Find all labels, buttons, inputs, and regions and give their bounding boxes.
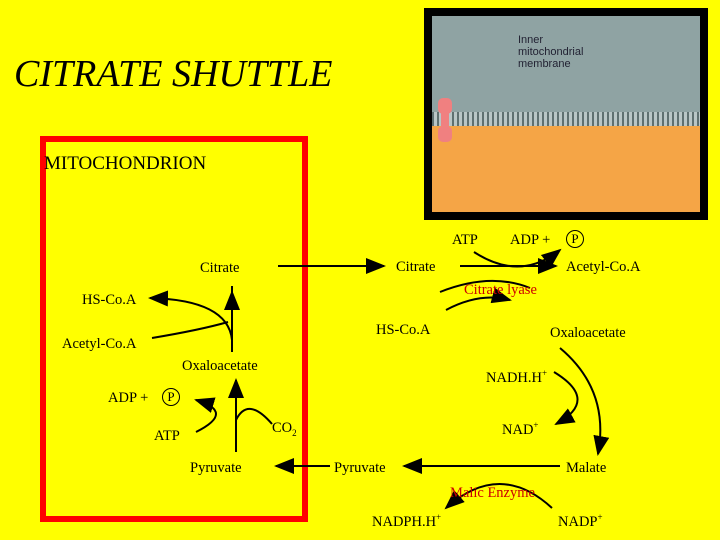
adp-top-label: ADP +: [510, 232, 551, 248]
atp-top-label: ATP: [452, 232, 478, 248]
matrix-region: [432, 124, 700, 212]
arrow-oxalo-to-malate: [559, 347, 610, 456]
nadph-label: NADPH.H+: [372, 512, 442, 530]
arrow-hscoa-right: [445, 287, 512, 311]
oxaloacetate-right-label: Oxaloacetate: [550, 325, 626, 341]
arrow-nadh-to-nad: [553, 371, 579, 425]
acetylcoa-left-label: Acetyl-Co.A: [62, 336, 137, 352]
arrow-co2-curve: [235, 408, 273, 425]
arrow-nadp-to-nadph: [444, 483, 553, 510]
acetylcoa-right-label: Acetyl-Co.A: [566, 259, 641, 275]
arrow-lyase-curve: [439, 279, 531, 293]
phosphate-top-label: P: [566, 230, 584, 248]
pyruvate-right-label: Pyruvate: [334, 460, 386, 476]
membrane-inset-image: Inner mitochondrial membrane: [424, 8, 708, 220]
arrow-acetylcoa-left: [151, 321, 229, 339]
citrate-lyase-label: Citrate lyase: [464, 282, 537, 298]
hscoa-right-label: HS-Co.A: [376, 322, 431, 338]
malic-enzyme-label: Malic Enzyme: [450, 485, 535, 501]
adp-left-label: ADP +: [108, 390, 149, 406]
inset-caption: Inner mitochondrial membrane: [518, 34, 584, 70]
nadh-label: NADH.H+: [486, 368, 548, 386]
nad-label: NAD+: [502, 420, 539, 438]
citrate-right-label: Citrate: [396, 259, 436, 275]
co2-label: CO2: [272, 420, 297, 438]
citrate-left-label: Citrate: [200, 260, 240, 276]
pyruvate-left-label: Pyruvate: [190, 460, 242, 476]
malate-label: Malate: [566, 460, 607, 476]
mitochondrion-label: MITOCHONDRION: [44, 153, 207, 174]
transporter-protein-icon: [438, 98, 452, 142]
phosphate-left-label: P: [162, 388, 180, 406]
oxaloacetate-left-label: Oxaloacetate: [182, 358, 258, 374]
page-title: CITRATE SHUTTLE: [14, 53, 333, 95]
nadp-label: NADP+: [558, 512, 603, 530]
mitochondrion-box: [40, 136, 308, 522]
atp-left-label: ATP: [154, 428, 180, 444]
arrow-atp-left-curve: [194, 397, 217, 433]
arrow-to-hscoa-left: [148, 290, 233, 341]
hscoa-left-label: HS-Co.A: [82, 292, 137, 308]
arrow-atp-to-adp: [473, 248, 562, 268]
membrane-strip: [432, 112, 700, 126]
